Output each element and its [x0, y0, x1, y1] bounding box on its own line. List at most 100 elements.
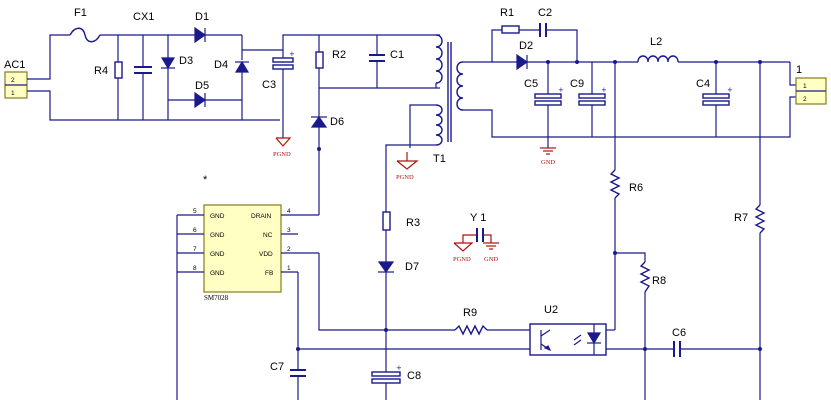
pgnd-symbol-2 — [396, 152, 419, 170]
svg-text:1: 1 — [287, 265, 291, 272]
output-connector: 1 2 — [795, 77, 827, 105]
ac1-label: AC1 — [4, 59, 25, 71]
svg-text:2: 2 — [11, 77, 15, 84]
r3-label: R3 — [406, 217, 420, 229]
diode-d4 — [234, 60, 250, 73]
gnd-label-2: GND — [484, 256, 498, 263]
d4-label: D4 — [214, 59, 228, 71]
r9-label: R9 — [463, 307, 477, 319]
capacitor-c7 — [290, 369, 306, 377]
transformer-aux-winding — [435, 104, 443, 146]
svg-text:GND: GND — [210, 251, 225, 258]
pgnd-label-2: PGND — [396, 174, 414, 181]
capacitor-c5: + — [534, 86, 564, 106]
pgnd-symbol-1 — [275, 137, 292, 147]
svg-text:+: + — [727, 86, 733, 94]
c4-label: C4 — [696, 78, 710, 90]
r1-label: R1 — [500, 7, 514, 19]
diode-d1 — [194, 26, 207, 44]
c7-label: C7 — [270, 361, 284, 373]
transformer-secondary — [456, 61, 464, 111]
fuse-f1 — [69, 27, 101, 43]
svg-text:GND: GND — [210, 232, 225, 239]
wire-ac-line — [27, 34, 70, 80]
c5-label: C5 — [524, 78, 538, 90]
svg-text:GND: GND — [210, 270, 225, 277]
r7-label: R7 — [734, 212, 748, 224]
t1-label: T1 — [433, 153, 446, 165]
svg-text:1: 1 — [11, 90, 15, 97]
resistor-r6 — [609, 169, 621, 199]
pgnd-label-3: PGND — [453, 256, 471, 263]
ic-star-label: * — [203, 174, 208, 186]
capacitor-c2 — [539, 23, 547, 37]
c8-label: C8 — [407, 370, 421, 382]
r6-label: R6 — [629, 182, 643, 194]
inductor-l2 — [637, 55, 679, 63]
d2-label: D2 — [519, 40, 533, 52]
svg-text:5: 5 — [193, 208, 197, 215]
svg-text:FB: FB — [265, 270, 273, 277]
capacitor-c6 — [673, 341, 681, 357]
l2-label: L2 — [650, 36, 662, 48]
diode-d7 — [377, 261, 395, 274]
capacitor-c8: + — [371, 364, 402, 384]
resistor-r7 — [754, 204, 766, 234]
c3-label: C3 — [262, 79, 276, 91]
svg-text:+: + — [396, 364, 402, 372]
capacitor-y1 — [476, 228, 484, 242]
output-label: 1 — [796, 64, 802, 76]
svg-text:+: + — [558, 86, 564, 94]
diode-d3 — [160, 57, 176, 70]
pgnd-symbol-3 — [453, 234, 476, 252]
resistor-r4 — [114, 61, 123, 79]
r2-label: R2 — [332, 49, 346, 61]
ac1-connector: 2 1 — [4, 71, 28, 99]
gnd-symbol-1 — [540, 147, 556, 155]
u2-label: U2 — [544, 304, 558, 316]
svg-text:DRAIN: DRAIN — [251, 213, 272, 220]
gnd-label-1: GND — [541, 159, 555, 166]
d1-label: D1 — [195, 11, 209, 23]
d6-label: D6 — [330, 116, 344, 128]
pgnd-label-1: PGND — [273, 151, 291, 158]
capacitor-cx1 — [134, 66, 152, 74]
d5-label: D5 — [195, 80, 209, 92]
resistor-r2 — [315, 51, 324, 69]
r4-label: R4 — [94, 65, 108, 77]
capacitor-c1 — [369, 54, 385, 62]
ic-right-pins: 4 3 2 1 DRAIN NC VDD FB — [251, 208, 319, 277]
f1-label: F1 — [74, 7, 87, 19]
svg-text:+: + — [289, 50, 295, 58]
optocoupler-u2 — [529, 323, 607, 356]
c1-label: C1 — [390, 49, 404, 61]
svg-text:2: 2 — [287, 246, 291, 253]
svg-text:8: 8 — [193, 265, 197, 272]
svg-text:3: 3 — [287, 227, 291, 234]
resistor-r9 — [454, 324, 488, 336]
diode-d2 — [516, 53, 529, 71]
c6-label: C6 — [672, 327, 686, 339]
ic-left-pins: 5 6 7 8 GND GND GND GND — [176, 208, 225, 400]
resistor-r1 — [501, 25, 520, 34]
capacitor-c3: + — [272, 50, 295, 70]
svg-text:6: 6 — [193, 227, 197, 234]
ic-part-label: SM7028 — [204, 294, 229, 302]
svg-text:NC: NC — [263, 232, 273, 239]
diode-d6 — [310, 115, 328, 128]
svg-text:4: 4 — [287, 208, 291, 215]
c2-label: C2 — [538, 7, 552, 19]
svg-text:GND: GND — [210, 213, 225, 220]
resistor-r3 — [382, 211, 391, 231]
gnd-symbol-2 — [483, 234, 499, 250]
r8-label: R8 — [652, 275, 666, 287]
svg-text:7: 7 — [193, 246, 197, 253]
d7-label: D7 — [405, 261, 419, 273]
resistor-r8 — [639, 261, 651, 293]
d3-label: D3 — [179, 55, 193, 67]
svg-text:+: + — [601, 86, 607, 94]
svg-text:VDD: VDD — [259, 251, 273, 258]
svg-text:2: 2 — [803, 96, 807, 103]
y1-label: Y 1 — [470, 212, 486, 224]
